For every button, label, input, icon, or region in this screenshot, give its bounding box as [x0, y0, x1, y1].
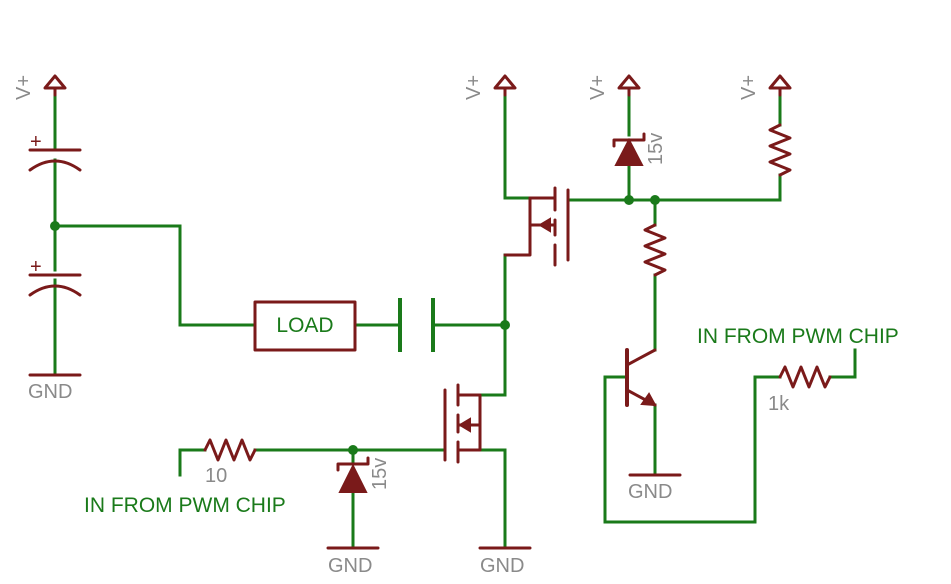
gate-resistor-label: 10 — [205, 465, 227, 487]
base-resistor-label: 1k — [768, 393, 790, 415]
gnd-label: GND — [28, 381, 72, 403]
zener-rating-label: 15v — [645, 133, 667, 165]
junction-dot — [500, 320, 510, 330]
zener-diode-bottom: 15v — [336, 456, 391, 493]
resistor-gate: 10 — [203, 438, 257, 487]
wire-to-load — [53, 224, 257, 327]
vplus-label: V+ — [587, 75, 609, 100]
ground-symbols: GND GND GND GND — [28, 373, 682, 577]
resistor-collector — [643, 223, 667, 277]
resistor-base: 1k — [768, 365, 832, 415]
gnd-label: GND — [480, 555, 524, 577]
vplus-symbol — [617, 74, 641, 97]
capacitor-polarity-label: + — [30, 256, 42, 278]
wire-base-loop — [603, 375, 782, 524]
gnd-label: GND — [628, 481, 672, 503]
junction-dot — [650, 195, 660, 205]
vplus-label: V+ — [738, 75, 760, 100]
pwm-input-label-left: IN FROM PWM CHIP — [84, 494, 286, 517]
supply-symbols: V+ V+ V+ V+ — [13, 74, 792, 100]
wires — [53, 93, 857, 550]
p-mosfet — [503, 186, 570, 267]
load-label: LOAD — [276, 314, 333, 337]
junction-dot — [50, 221, 60, 231]
polarized-capacitor-top: + — [28, 131, 82, 172]
zener-rating-label: 15v — [369, 458, 391, 490]
junction-dot — [624, 195, 634, 205]
junctions — [50, 195, 660, 455]
coupling-capacitor — [398, 298, 435, 352]
load-component: LOAD — [253, 300, 357, 352]
wire-nmos-source — [456, 448, 507, 550]
capacitor-polarity-label: + — [30, 131, 42, 153]
wire-pwm-right — [828, 348, 857, 379]
resistor-pullup — [768, 123, 792, 177]
zener-diode-top: 15v — [612, 132, 667, 166]
npn-transistor — [625, 348, 657, 407]
pwm-input-label-right: IN FROM PWM CHIP — [697, 325, 899, 348]
vplus-symbol — [768, 74, 792, 97]
vplus-symbol — [43, 74, 67, 97]
n-mosfet — [443, 383, 482, 464]
junction-dot — [348, 445, 358, 455]
vplus-label: V+ — [463, 75, 485, 100]
gnd-label: GND — [328, 555, 372, 577]
wire-pmos-source — [503, 93, 532, 200]
vplus-label: V+ — [13, 75, 35, 100]
vplus-symbol — [493, 74, 517, 97]
polarized-capacitor-bottom: + — [28, 256, 82, 297]
